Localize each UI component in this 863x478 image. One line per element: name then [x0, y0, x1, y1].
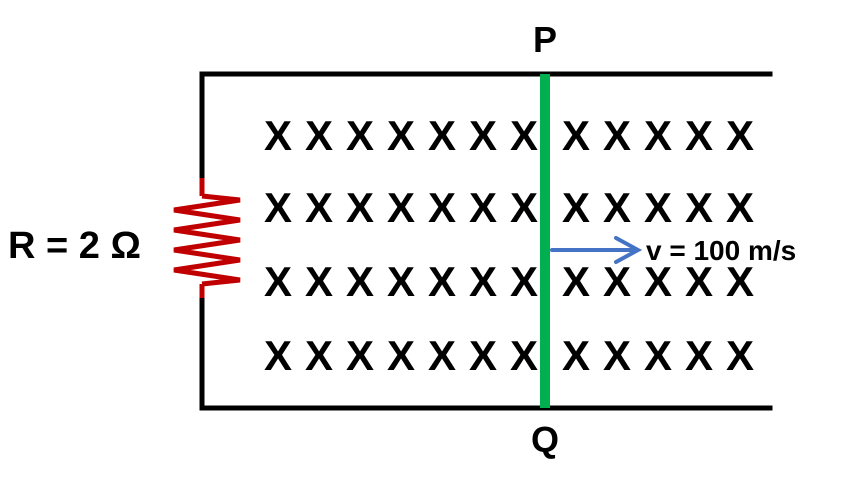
field-x-mark: X: [603, 112, 631, 159]
point-q-label: Q: [531, 419, 559, 460]
field-x-mark: X: [387, 112, 415, 159]
field-x-mark: X: [510, 258, 538, 305]
field-x-mark: X: [428, 258, 456, 305]
resistor: [173, 178, 241, 298]
field-x-mark: X: [469, 332, 497, 379]
field-x-mark: X: [346, 112, 374, 159]
field-x-mark: X: [387, 184, 415, 231]
resistor-zigzag: [173, 193, 241, 287]
field-x-mark: X: [264, 258, 292, 305]
velocity-arrow: [550, 236, 643, 264]
field-x-mark: X: [726, 184, 754, 231]
rails: [199, 71, 773, 411]
field-x-mark: X: [346, 258, 374, 305]
field-x-mark: X: [510, 112, 538, 159]
velocity-label: v = 100 m/s: [646, 235, 796, 266]
field-x-mark: X: [428, 112, 456, 159]
velocity-arrow-head: [614, 236, 643, 264]
field-x-mark: X: [264, 184, 292, 231]
field-x-mark: X: [469, 258, 497, 305]
field-x-mark: X: [644, 112, 672, 159]
field-x-mark: X: [603, 332, 631, 379]
field-x-mark: X: [387, 332, 415, 379]
field-x-mark: X: [562, 184, 590, 231]
field-x-mark: X: [428, 184, 456, 231]
field-x-mark: X: [562, 258, 590, 305]
field-x-mark: X: [387, 258, 415, 305]
field-x-mark: X: [685, 112, 713, 159]
field-x-mark: X: [562, 112, 590, 159]
field-x-mark: X: [510, 184, 538, 231]
field-x-mark: X: [346, 184, 374, 231]
field-x-mark: X: [603, 258, 631, 305]
field-x-mark: X: [685, 332, 713, 379]
field-x-mark: X: [346, 332, 374, 379]
field-x-mark: X: [305, 258, 333, 305]
field-x-mark: X: [305, 112, 333, 159]
resistor-label: R = 2 Ω: [8, 225, 141, 267]
field-x-mark: X: [562, 332, 590, 379]
field-x-mark: X: [726, 258, 754, 305]
field-x-mark: X: [644, 258, 672, 305]
point-p-label: P: [533, 19, 557, 60]
field-x-mark: X: [469, 184, 497, 231]
field-x-mark: X: [726, 332, 754, 379]
field-x-mark: X: [726, 112, 754, 159]
field-x-mark: X: [644, 332, 672, 379]
field-x-mark: X: [305, 332, 333, 379]
field-x-mark: X: [305, 184, 333, 231]
field-x-mark: X: [469, 112, 497, 159]
field-x-mark: X: [644, 184, 672, 231]
field-x-mark: X: [428, 332, 456, 379]
field-x-mark: X: [603, 184, 631, 231]
field-x-mark: X: [264, 112, 292, 159]
field-x-mark: X: [685, 258, 713, 305]
field-x-mark: X: [264, 332, 292, 379]
field-x-mark: X: [685, 184, 713, 231]
field-x-mark: X: [510, 332, 538, 379]
